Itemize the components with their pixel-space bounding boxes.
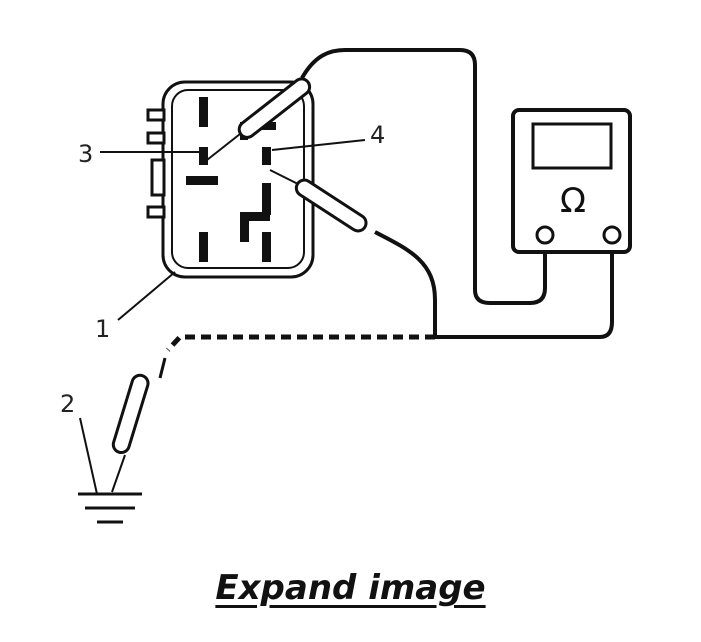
terminal-3: [199, 147, 208, 165]
leader-1: [117, 271, 176, 321]
expand-image-link[interactable]: Expand image: [215, 568, 486, 608]
callout-4: 4: [370, 121, 385, 149]
callout-3: 3: [78, 140, 93, 168]
leader-4: [271, 139, 366, 151]
terminal-bottom-right: [262, 232, 271, 262]
terminal-4: [262, 147, 271, 165]
ohmmeter-jack-left: [535, 225, 555, 245]
terminal-t-stem: [240, 212, 249, 242]
lower-lead-wire: [374, 230, 614, 339]
ohm-symbol: Ω: [560, 181, 586, 221]
upper-lead-wire: [300, 48, 547, 305]
terminal-right-tall: [262, 183, 271, 215]
leader-2: [79, 417, 98, 495]
callout-2: 2: [60, 390, 75, 418]
terminal-top-left: [199, 97, 208, 127]
callout-1: 1: [95, 315, 110, 343]
probe-ground: [111, 357, 167, 493]
relay-resistance-test-diagram: Ω 3 4 1 2: [60, 48, 632, 524]
terminal-horizontal-left: [186, 176, 218, 185]
leader-lines: [79, 139, 366, 495]
terminal-t-top: [240, 212, 270, 221]
probe-terminal-4: [269, 169, 368, 233]
relay: [146, 80, 315, 279]
test-leads: [300, 48, 614, 339]
probe-terminal-3: [206, 77, 312, 161]
ohmmeter: Ω: [511, 108, 632, 254]
ground-symbol-icon: [78, 492, 142, 524]
terminal-bottom-left: [199, 232, 208, 262]
ohmmeter-display: [531, 122, 613, 170]
ohmmeter-jack-right: [602, 225, 622, 245]
ground-lead-dashed: [166, 334, 435, 352]
